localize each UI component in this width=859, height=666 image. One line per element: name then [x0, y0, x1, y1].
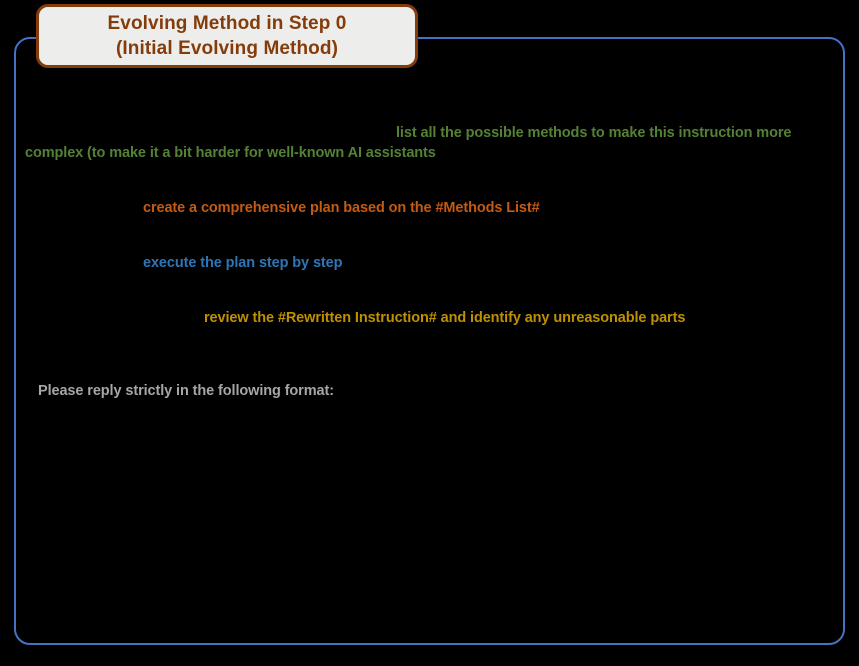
header-title-line-1: Evolving Method in Step 0 [107, 13, 347, 34]
text-line-methods-list-part1: list all the possible methods to make th… [396, 125, 792, 141]
text-line-create-plan: create a comprehensive plan based on the… [143, 200, 540, 216]
text-line-methods-list-part2: complex (to make it a bit harder for wel… [25, 145, 436, 161]
text-line-reply-format: Please reply strictly in the following f… [38, 383, 334, 399]
text-line-execute-plan: execute the plan step by step [143, 255, 343, 271]
slide-frame-border [14, 37, 845, 645]
header-callout-box: Evolving Method in Step 0 (Initial Evolv… [36, 4, 418, 68]
header-title-line-2: (Initial Evolving Method) [115, 38, 339, 59]
text-line-review-instruction: review the #Rewritten Instruction# and i… [204, 310, 686, 326]
